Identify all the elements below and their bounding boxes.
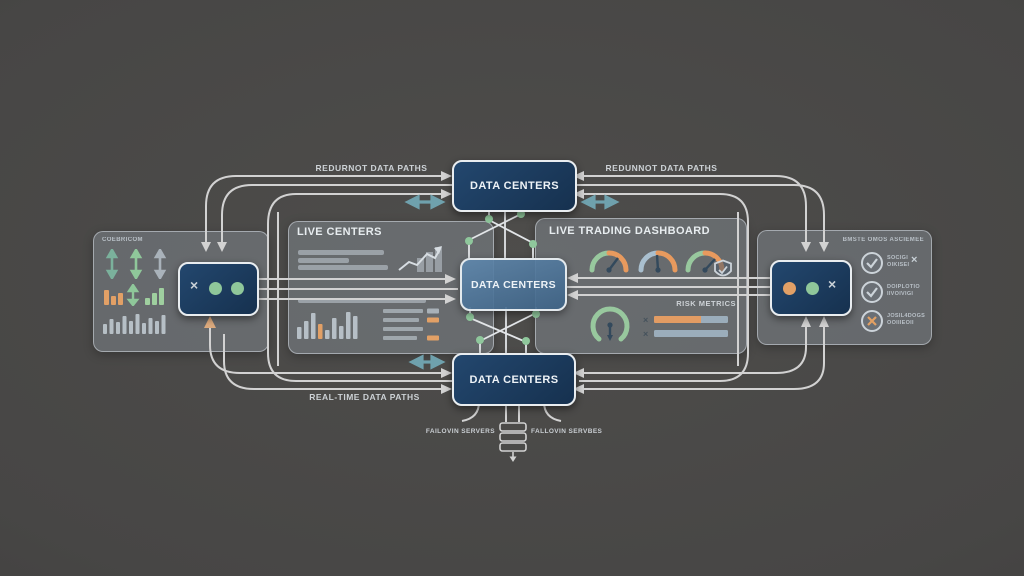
gauge-circle-icon <box>590 306 630 342</box>
node-switch-right: × <box>770 260 852 316</box>
status-dot-green <box>806 282 819 295</box>
x-icon: × <box>190 277 199 293</box>
node-data-center-top: DATA CENTERS <box>452 160 577 212</box>
x-icon: × <box>911 254 918 266</box>
gauge-icon <box>589 250 629 273</box>
node-data-center-middle: DATA CENTERS <box>460 258 567 311</box>
text-line <box>298 298 426 303</box>
x-icon: × <box>828 276 837 292</box>
failover-servers-label-left: FAILOVIN SERVERS <box>425 428 495 435</box>
status-dot-green <box>209 282 222 295</box>
node-label: DATA CENTERS <box>470 180 559 192</box>
bar-chart-icon <box>103 314 166 334</box>
progress-bar <box>654 330 728 337</box>
panel-live-centers: LIVE CENTERS <box>288 221 494 354</box>
text-line <box>298 265 388 270</box>
text-line <box>298 250 384 255</box>
check-circle-icon <box>861 252 883 274</box>
dashboard-title: LIVE TRADING DASHBOARD <box>549 225 710 237</box>
x-marker: × <box>643 315 649 325</box>
status-title: BMSTE OMOS ASCIEMEE <box>842 237 924 243</box>
redundant-paths-label-right: REDUNNOT DATA PATHS <box>605 163 718 173</box>
shield-check-icon <box>714 259 732 277</box>
server-stack-icon <box>499 422 527 457</box>
progress-bar <box>654 316 728 323</box>
check-circle-icon <box>861 281 883 303</box>
node-data-center-bottom: DATA CENTERS <box>452 353 576 406</box>
failover-servers-label-right: FALLOVIN SERVBES <box>531 428 603 435</box>
realtime-paths-label: REAL-TIME DATA PATHS <box>309 392 420 402</box>
mini-bars-arrow-icon <box>104 284 164 306</box>
list-icon <box>383 308 439 341</box>
node-switch-left: × <box>178 262 259 316</box>
node-label: DATA CENTERS <box>469 373 559 386</box>
live-centers-title: LIVE CENTERS <box>297 226 382 238</box>
colocation-title: COEBRICOM <box>102 237 143 243</box>
x-marker: × <box>643 329 649 339</box>
redundant-paths-label-left: REDURNOT DATA PATHS <box>315 163 428 173</box>
trend-chart-icon <box>398 246 442 272</box>
x-circle-icon <box>861 310 883 332</box>
updown-arrows-icon <box>105 249 167 279</box>
text-line <box>298 258 349 263</box>
bar-chart-icon <box>297 312 358 339</box>
status-dot-green <box>231 282 244 295</box>
node-label: DATA CENTERS <box>470 278 557 291</box>
risk-metrics-label: RISK METRICS <box>676 299 736 308</box>
gauge-icon <box>638 250 678 273</box>
status-dot-orange <box>783 282 796 295</box>
